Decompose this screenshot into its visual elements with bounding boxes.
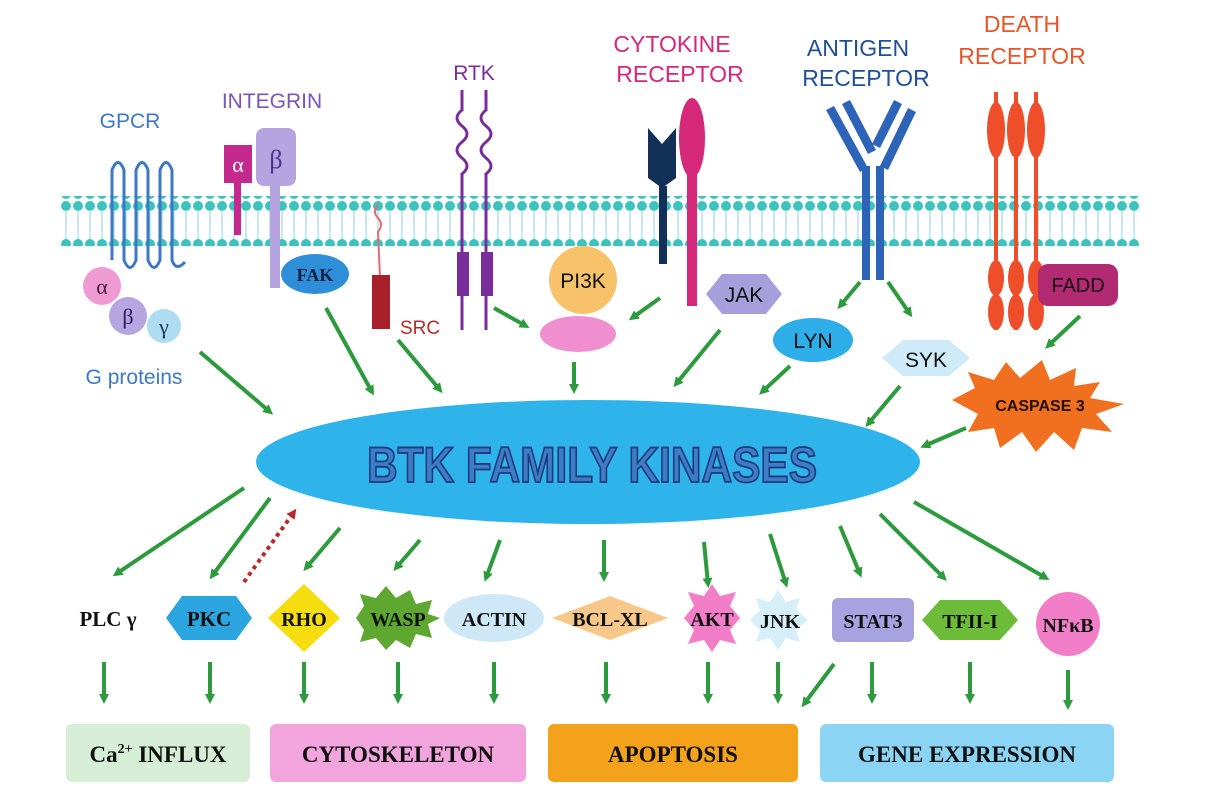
- antigen-receptor-label-line2: RECEPTOR: [802, 65, 929, 91]
- g-gamma-subunit: [147, 309, 181, 343]
- caspase3-node: [952, 360, 1124, 452]
- wasp-label: WASP: [370, 609, 426, 631]
- gpcr-icon: [110, 161, 187, 269]
- svg-text:γ: γ: [158, 314, 169, 339]
- integrin-label: INTEGRIN: [222, 90, 322, 113]
- nfkb-label: NFκB: [1042, 615, 1093, 637]
- apoptosis-box: [548, 724, 798, 782]
- pi3k-subunit: [540, 316, 616, 352]
- wasp-node: [356, 586, 440, 650]
- svg-text:β: β: [269, 145, 282, 174]
- tfii-label: TFII-I: [942, 611, 998, 633]
- gene-expression-box: [820, 724, 1114, 782]
- death-receptor-label-line1: DEATH: [984, 11, 1060, 37]
- src-label: SRC: [400, 318, 440, 339]
- caspase3-label: CASPASE 3: [995, 398, 1085, 415]
- pkc-label: PKC: [187, 607, 231, 631]
- nfkb-node: [1036, 592, 1100, 656]
- input-arrows: [198, 280, 1082, 449]
- jnk-label: JNK: [760, 611, 800, 633]
- btk-family-kinases-label: BTK FAMILY KINASES: [367, 437, 817, 493]
- stat3-label: STAT3: [843, 611, 902, 633]
- rtk-icon: [455, 90, 493, 330]
- tfii-node: [922, 600, 1018, 640]
- death-receptor-label-line2: RECEPTOR: [958, 43, 1085, 69]
- actin-label: ACTIN: [462, 609, 527, 631]
- g-alpha-subunit: [83, 267, 121, 305]
- stat3-node: [832, 598, 914, 642]
- pi3k-label: PI3K: [560, 270, 606, 293]
- fadd-label: FADD: [1051, 275, 1104, 297]
- fak-node: [281, 254, 349, 294]
- syk-node: [882, 340, 970, 376]
- antigen-receptor-icon: [826, 100, 916, 280]
- svg-text:α: α: [232, 152, 244, 177]
- rho-node: [268, 584, 340, 652]
- outcome-arrows: [99, 662, 1073, 710]
- svg-text:α: α: [96, 274, 108, 299]
- cytokine-receptor-label-line2: RECEPTOR: [616, 61, 743, 87]
- bclxl-node: [552, 596, 668, 640]
- ca-influx-box: [66, 724, 250, 782]
- bclxl-label: BCL-XL: [572, 609, 648, 631]
- cell-membrane: [60, 196, 1140, 246]
- output-arrows: [112, 486, 1050, 588]
- plcg-node: [64, 594, 152, 642]
- integrin-icon: α β: [224, 128, 296, 288]
- jnk-node: [750, 590, 808, 650]
- lyn-label: LYN: [793, 330, 832, 353]
- fadd-node: [1038, 264, 1118, 306]
- fak-label: FAK: [297, 265, 334, 285]
- antigen-receptor-label-line1: ANTIGEN: [807, 35, 909, 61]
- rtk-label: RTK: [453, 62, 495, 85]
- apoptosis-label: APOPTOSIS: [608, 742, 738, 767]
- rho-label: RHO: [281, 609, 327, 631]
- cytokine-receptor-label-line1: CYTOKINE: [613, 31, 730, 57]
- jak-label: JAK: [725, 284, 764, 307]
- akt-label: AKT: [690, 609, 734, 631]
- akt-node: [684, 584, 740, 652]
- g-proteins-label: G proteins: [86, 366, 183, 389]
- pkc-feedback-arrow: [242, 508, 297, 584]
- svg-text:β: β: [122, 304, 133, 329]
- lyn-node: [773, 318, 853, 362]
- cytoskeleton-label: CYTOSKELETON: [302, 742, 495, 767]
- g-beta-subunit: [109, 297, 147, 335]
- btk-family-kinases-node: [256, 400, 920, 524]
- plcg-label: PLC γ: [79, 607, 136, 631]
- gpcr-label: GPCR: [100, 110, 161, 133]
- pi3k-node: [549, 246, 617, 314]
- death-receptor-icon: [987, 92, 1045, 330]
- actin-node: [444, 594, 544, 642]
- ca-influx-label: Ca2+ INFLUX: [89, 742, 226, 767]
- src-anchor-icon: [372, 204, 390, 329]
- jak-node: [706, 274, 782, 314]
- cytokine-receptor-icon: [648, 98, 705, 306]
- syk-label: SYK: [905, 349, 947, 372]
- cytoskeleton-box: [270, 724, 526, 782]
- pkc-node: [166, 596, 252, 640]
- gene-expression-label: GENE EXPRESSION: [858, 742, 1076, 767]
- g-proteins: α β γ: [83, 267, 181, 343]
